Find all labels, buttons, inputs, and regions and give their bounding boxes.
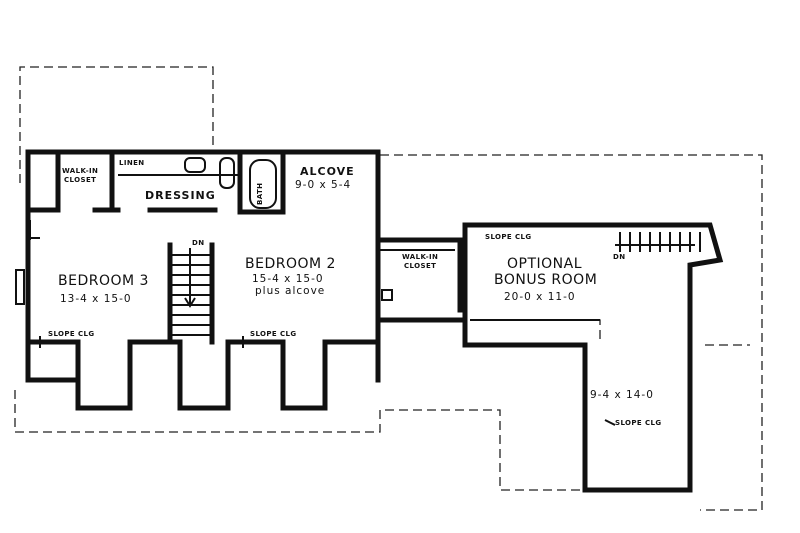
bedroom3-dim: 13-4 x 15-0 (60, 293, 132, 305)
walkin-left-line2: CLOSET (64, 176, 96, 184)
stair (170, 248, 212, 336)
bedroom3-name: BEDROOM 3 (58, 273, 149, 289)
bedroom2-dim: 15-4 x 15-0 (252, 273, 324, 285)
bonus-walls (462, 222, 724, 493)
bonus-dim: 20-0 x 11-0 (504, 291, 576, 303)
dressing-name: DRESSING (145, 189, 216, 202)
linen-name: LINEN (119, 159, 145, 167)
dn-stair: DN (192, 239, 204, 247)
walkin-mid-line1: WALK-IN (402, 253, 438, 261)
bedroom2-note: plus alcove (255, 285, 325, 297)
slope-note-mid: SLOPE CLG (250, 330, 297, 338)
slope-note-bonus: SLOPE CLG (485, 233, 532, 241)
walkin-mid-line2: CLOSET (404, 262, 436, 270)
slope-note-left: SLOPE CLG (48, 330, 95, 338)
bedroom2-name: BEDROOM 2 (245, 256, 336, 272)
bath-fixtures (184, 157, 393, 301)
connector-walls (375, 237, 463, 323)
alcove-name: ALCOVE (300, 165, 355, 178)
main-walls (25, 149, 381, 411)
markers (15, 220, 40, 305)
bath-name: BATH (256, 183, 264, 205)
alcove-dim: 9-0 x 5-4 (295, 179, 351, 191)
bonus-ext-dim: 9-4 x 14-0 (590, 389, 654, 401)
notes: SLOPE CLG SLOPE CLG SLOPE CLG SLOPE CLG … (39, 233, 662, 427)
slope-note-ext: SLOPE CLG (615, 419, 662, 427)
bonus-line1: OPTIONAL (507, 256, 582, 272)
room-labels: BEDROOM 2 15-4 x 15-0 plus alcove BEDROO… (58, 159, 654, 401)
dn-bonus: DN (613, 253, 625, 261)
interior-walls (25, 149, 286, 345)
bonus-line2: BONUS ROOM (494, 272, 597, 288)
walkin-left-line1: WALK-IN (62, 167, 98, 175)
